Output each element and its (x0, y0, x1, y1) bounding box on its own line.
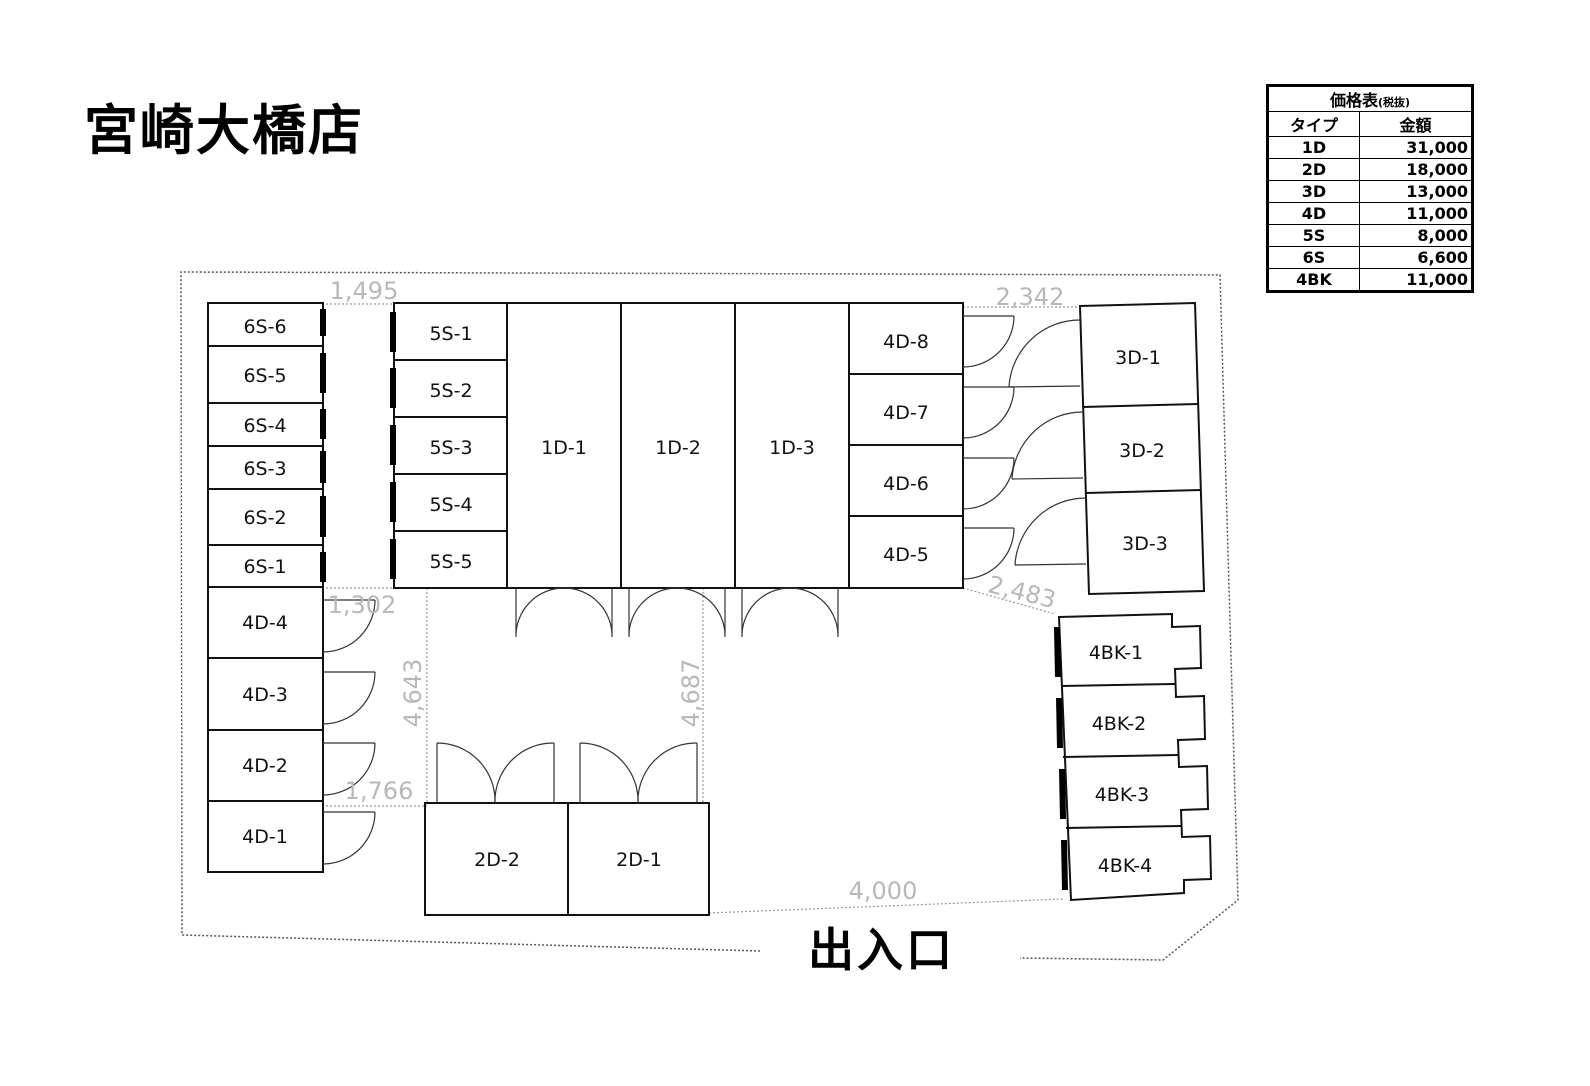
dimension-labels: 1,495 2,342 1,302 4,643 4,687 2,483 1,76… (328, 277, 1065, 905)
price-table-title-text: 価格表 (1329, 91, 1378, 110)
unit-label-1d-2: 1D-2 (655, 437, 701, 459)
unit-label-4d-4: 4D-4 (242, 612, 288, 634)
unit-label-4bk-4: 4BK-4 (1098, 855, 1153, 877)
unit-label-3d-1: 3D-1 (1115, 347, 1161, 369)
price-table-type-header: タイプ (1267, 111, 1360, 137)
unit-label-2d-2: 2D-2 (474, 849, 520, 871)
unit-label-2d-1: 2D-1 (616, 849, 662, 871)
unit-label-5s-3: 5S-3 (429, 437, 472, 459)
shutter-doors (320, 309, 1068, 890)
price-value: 8,000 (1359, 224, 1473, 247)
price-table-title: 価格表(税抜) (1267, 85, 1473, 112)
price-value: 13,000 (1359, 180, 1473, 203)
unit-label-6s-1: 6S-1 (243, 556, 286, 578)
unit-label-4d-2: 4D-2 (242, 755, 288, 777)
unit-label-1d-3: 1D-3 (769, 437, 815, 459)
unit-labels: 6S-6 6S-5 6S-4 6S-3 6S-2 6S-1 5S-1 5S-2 … (242, 316, 1168, 877)
unit-label-3d-2: 3D-2 (1119, 440, 1165, 462)
unit-label-1d-1: 1D-1 (541, 437, 587, 459)
price-value: 18,000 (1359, 158, 1473, 181)
guide-lines (322, 303, 1080, 914)
unit-label-4bk-1: 4BK-1 (1089, 642, 1144, 664)
dimension-2483: 2,483 (985, 570, 1058, 614)
unit-label-4d-7: 4D-7 (883, 402, 929, 424)
dimension-1766: 1,766 (345, 777, 414, 805)
store-title: 宮崎大橋店 (84, 99, 364, 162)
unit-label-4d-1: 4D-1 (242, 826, 288, 848)
swing-doors (322, 315, 1088, 865)
unit-label-3d-3: 3D-3 (1122, 533, 1168, 555)
unit-label-6s-3: 6S-3 (243, 458, 286, 480)
price-type: 4D (1267, 202, 1360, 225)
unit-label-6s-6: 6S-6 (243, 316, 286, 338)
unit-label-5s-4: 5S-4 (429, 494, 472, 516)
dimension-1302: 1,302 (328, 591, 397, 619)
unit-label-6s-5: 6S-5 (243, 365, 286, 387)
dimension-4643: 4,643 (399, 659, 427, 728)
unit-label-4bk-2: 4BK-2 (1092, 713, 1147, 735)
dimension-4687: 4,687 (677, 659, 705, 728)
unit-label-4d-6: 4D-6 (883, 473, 929, 495)
price-value: 11,000 (1359, 268, 1473, 292)
unit-label-6s-2: 6S-2 (243, 507, 286, 529)
dimension-2342: 2,342 (996, 283, 1065, 311)
unit-label-4bk-3: 4BK-3 (1095, 784, 1150, 806)
unit-label-5s-1: 5S-1 (429, 323, 472, 345)
unit-block-4bk (1057, 612, 1213, 902)
unit-label-4d-3: 4D-3 (242, 684, 288, 706)
unit-label-4d-5: 4D-5 (883, 544, 929, 566)
unit-label-4d-8: 4D-8 (883, 331, 929, 353)
price-type: 1D (1267, 136, 1360, 159)
dimension-4000: 4,000 (849, 877, 918, 905)
site-boundary (180, 271, 1239, 961)
unit-label-6s-4: 6S-4 (243, 415, 286, 437)
unit-label-5s-5: 5S-5 (429, 551, 472, 573)
entrance-label: 出入口 (808, 923, 955, 977)
dimension-1495: 1,495 (330, 277, 399, 305)
price-table-title-note: (税抜) (1377, 96, 1411, 109)
unit-label-5s-2: 5S-2 (429, 380, 472, 402)
